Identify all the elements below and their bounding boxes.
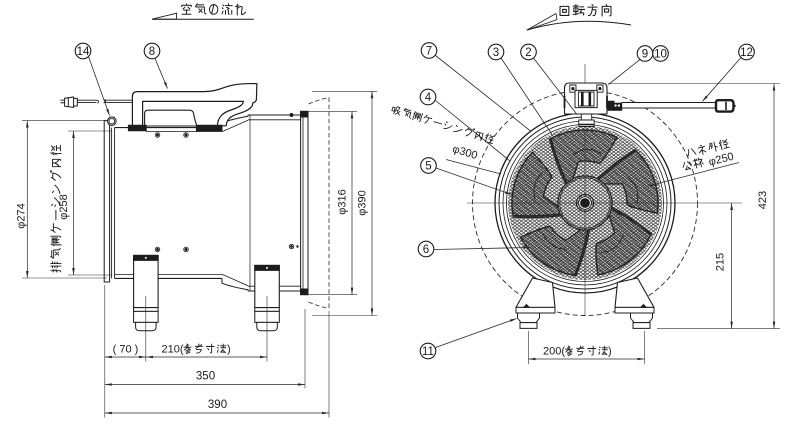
svg-text:11: 11 <box>422 346 434 358</box>
svg-text:423: 423 <box>757 191 769 209</box>
svg-text:4: 4 <box>425 92 432 104</box>
svg-text:350: 350 <box>196 371 215 383</box>
svg-text:200(: 200( <box>543 346 565 358</box>
svg-text:12: 12 <box>740 47 753 59</box>
svg-text:390: 390 <box>208 399 227 411</box>
svg-text:3: 3 <box>493 47 499 59</box>
svg-text:( 70 ): ( 70 ) <box>113 344 139 356</box>
svg-text:2: 2 <box>525 47 531 59</box>
svg-text:6: 6 <box>423 244 429 256</box>
svg-text:φ258: φ258 <box>58 194 70 220</box>
svg-text:φ390: φ390 <box>357 190 369 216</box>
svg-text:14: 14 <box>77 46 90 58</box>
svg-text:): ) <box>608 346 612 358</box>
svg-text:8: 8 <box>149 46 155 58</box>
svg-text:φ316: φ316 <box>337 189 349 215</box>
svg-text:φ274: φ274 <box>16 203 28 229</box>
svg-text:210(: 210( <box>161 344 183 356</box>
svg-text:φ250: φ250 <box>707 151 735 169</box>
svg-text:5: 5 <box>425 161 431 173</box>
svg-text:): ) <box>227 344 231 356</box>
svg-text:10: 10 <box>654 49 667 61</box>
svg-text:215: 215 <box>715 253 727 271</box>
svg-text:7: 7 <box>426 46 432 58</box>
svg-text:9: 9 <box>642 49 648 61</box>
